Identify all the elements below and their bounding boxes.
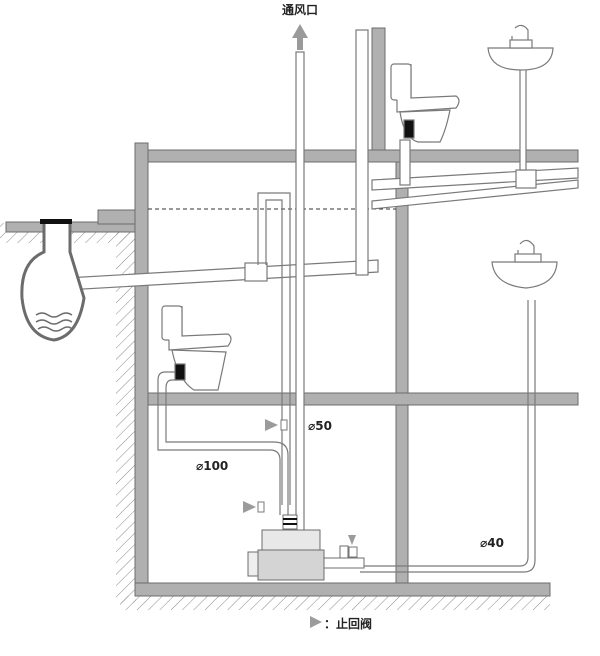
ground-step	[97, 209, 137, 225]
arrow-up-icon	[292, 24, 308, 38]
toilet-seal	[403, 119, 415, 139]
pipe-coupling	[244, 262, 268, 282]
building-walls	[5, 27, 579, 597]
upper-drain-pipe	[355, 29, 369, 276]
upper-toilet	[390, 63, 460, 143]
main-sewer-pipe	[65, 259, 379, 291]
left-wall	[134, 142, 149, 597]
vent-label: 通风口	[282, 2, 318, 17]
ground-hatching	[0, 223, 550, 610]
sewer-tank	[20, 219, 86, 342]
basement-floor-slab	[134, 582, 551, 597]
triangle-right-icon	[243, 501, 256, 513]
pipe-40-label: ⌀40	[480, 536, 504, 550]
check-valve-50	[265, 419, 288, 431]
upper-toilet-drain	[399, 139, 411, 186]
legend: ：止回阀	[310, 616, 372, 631]
upper-pipe-coupling	[515, 169, 537, 189]
toilet-seal-basement	[174, 363, 186, 381]
vent-pipe	[295, 51, 305, 533]
pump-unit	[247, 514, 365, 581]
pipes	[65, 29, 579, 573]
legend-check-valve-label: ：止回阀	[324, 616, 372, 631]
right-sink	[491, 239, 558, 289]
basement-toilet	[161, 305, 232, 391]
vent-arrow	[292, 24, 308, 50]
middle-floor-slab	[147, 392, 579, 406]
manhole-cover	[40, 219, 72, 224]
upper-sink-drain	[519, 67, 527, 171]
upper-sink	[487, 24, 554, 71]
triangle-down-icon	[348, 535, 356, 545]
middle-wall	[395, 161, 409, 597]
upper-shaft-wall	[371, 27, 386, 151]
check-valve-100	[243, 501, 265, 513]
check-valve-40	[348, 535, 358, 558]
triangle-right-icon	[265, 419, 278, 431]
triangle-right-icon	[310, 616, 322, 628]
check-valves	[243, 419, 358, 558]
pipe-50-label: ⌀50	[308, 419, 332, 433]
pipe-100-label: ⌀100	[196, 459, 228, 473]
